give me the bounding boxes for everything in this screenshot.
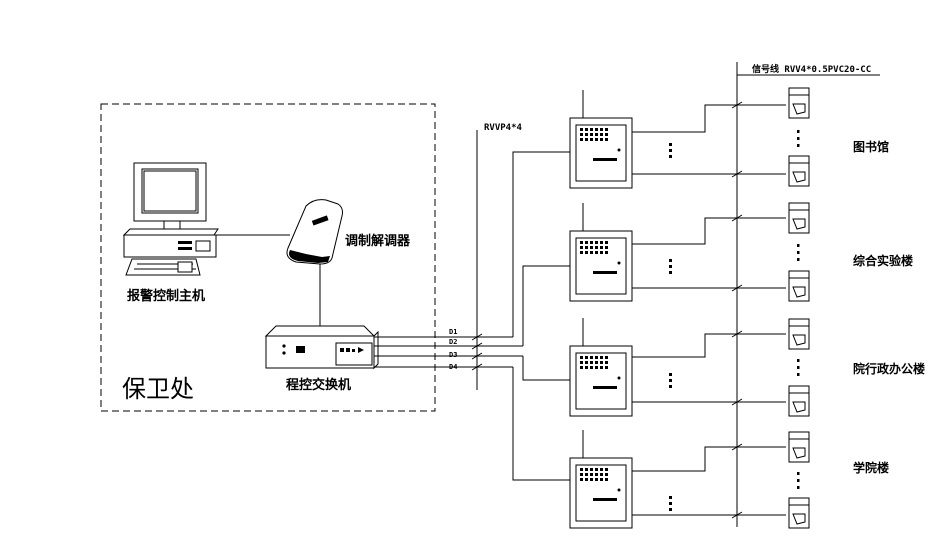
alarm-panel-4 xyxy=(569,430,633,529)
detector-wiring xyxy=(632,101,786,519)
port-label-d1: D1 xyxy=(449,328,457,336)
port-label-d4: D4 xyxy=(449,363,457,371)
port-label-d2: D2 xyxy=(449,338,457,346)
pbx-icon xyxy=(264,325,379,370)
port-label-d3: D3 xyxy=(449,351,457,359)
alarm-panel-1 xyxy=(569,90,633,189)
detector-icons xyxy=(788,87,810,529)
bus-crossing-ticks xyxy=(471,333,483,371)
panel-feed-routes xyxy=(512,151,570,481)
building-label-college: 学院楼 xyxy=(853,460,889,475)
alarm-host-label: 报警控制主机 xyxy=(127,288,205,304)
pbx-label: 程控交换机 xyxy=(286,377,351,393)
security-office-boundary xyxy=(100,103,436,412)
modem-label: 调制解调器 xyxy=(345,233,411,249)
building-label-lab: 综合实验楼 xyxy=(853,253,913,268)
building-label-admin: 院行政办公楼 xyxy=(853,361,925,376)
bus-cable-label: RVVP4*4 xyxy=(484,123,523,133)
building-label-library: 图书馆 xyxy=(853,139,889,154)
alarm-panel-3 xyxy=(569,318,633,417)
alarm-panel-2 xyxy=(569,203,633,302)
signal-line-label: 信号线 RVV4*0.5PVC20-CC xyxy=(752,63,871,75)
security-office-title: 保卫处 xyxy=(122,375,194,403)
pbx-output-lines xyxy=(374,336,523,368)
modem-icon xyxy=(286,199,343,265)
alarm-host-computer-icon xyxy=(122,162,219,276)
